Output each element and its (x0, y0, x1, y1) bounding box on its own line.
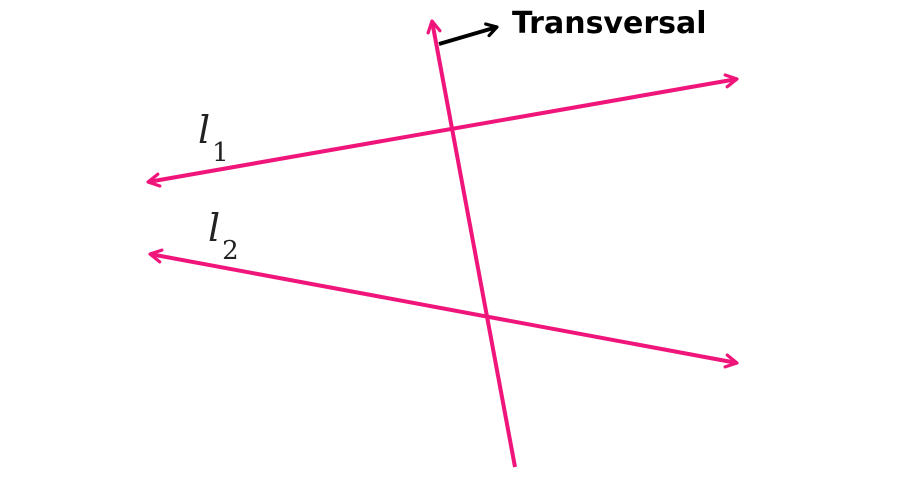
line-l2 (148, 248, 739, 369)
line-l1 (146, 73, 739, 188)
label-l2-sub: 2 (222, 236, 239, 266)
label-l1-main: l (198, 108, 210, 152)
callout-arrow (438, 22, 499, 46)
label-l1-sub: 1 (212, 138, 229, 168)
label-l1: l1 (198, 108, 229, 168)
label-l2: l2 (208, 206, 239, 266)
transversal-label: Transversal (512, 6, 707, 41)
label-l2-main: l (208, 206, 220, 250)
transversal-line (426, 19, 517, 468)
